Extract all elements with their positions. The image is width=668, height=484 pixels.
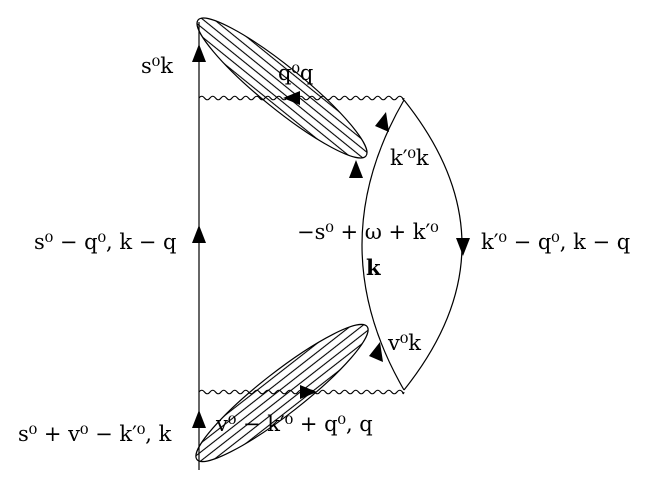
top-hatched-blob xyxy=(196,17,368,159)
label-v0-minus-kp0-plus-q0: v⁰ − k′⁰ + q⁰, q xyxy=(216,412,373,436)
label-s0-minus-q0: s⁰ − q⁰, k − q xyxy=(34,230,177,254)
label-kp0-minus-q0: k′⁰ − q⁰, k − q xyxy=(481,230,631,254)
label-s0k: s⁰k xyxy=(141,54,173,78)
arrow-loop-left-bottom xyxy=(369,342,383,362)
label-s0-plus-v0-minus-kp0: s⁰ + v⁰ − k′⁰, k xyxy=(18,422,172,446)
arrow-q-line xyxy=(283,91,300,105)
arrow-loop-left-middle xyxy=(349,160,363,178)
loop-left-arc xyxy=(361,99,405,391)
label-kp0k: k′⁰k xyxy=(390,146,429,170)
label-minus-s0-omega-kp0: −s⁰ + ω + k′⁰ xyxy=(297,220,439,244)
bottom-hatched-blob xyxy=(195,323,369,463)
arrow-bottom-q-line xyxy=(300,385,317,399)
label-k-bold: k xyxy=(366,255,381,280)
label-q0q: q⁰q xyxy=(278,61,314,85)
arrow-left-top xyxy=(192,44,206,62)
arrow-left-middle xyxy=(192,225,206,243)
arrow-loop-right xyxy=(456,238,470,256)
arrow-left-bottom xyxy=(192,410,206,428)
arrow-loop-left-top xyxy=(375,112,389,132)
label-v0k: v⁰k xyxy=(388,331,422,355)
